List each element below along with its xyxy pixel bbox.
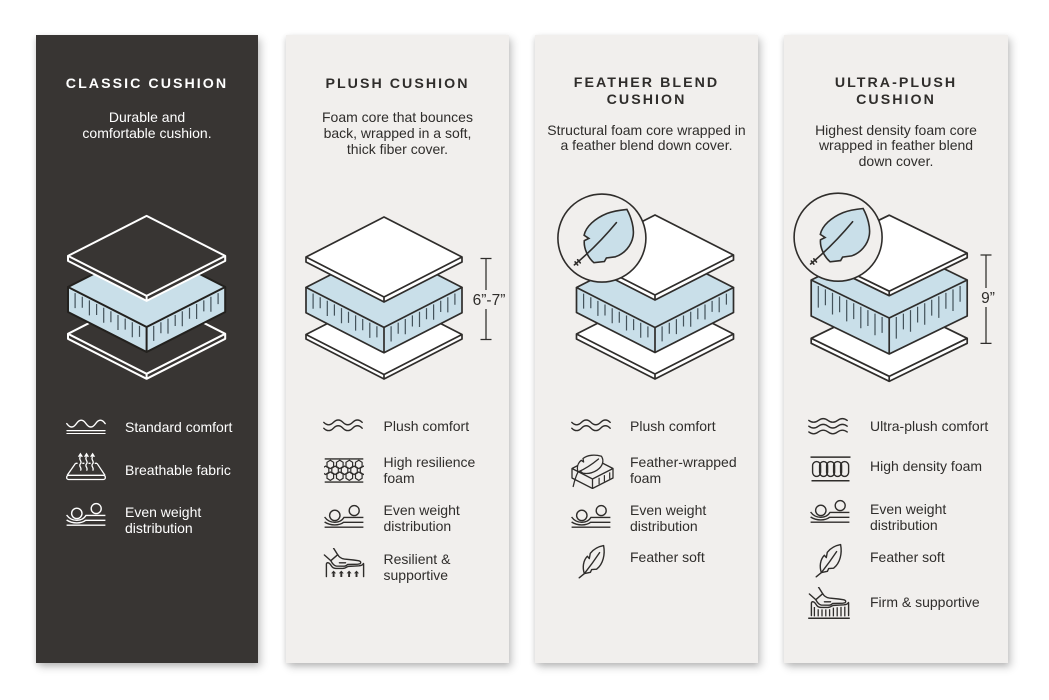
svg-text:9”: 9” bbox=[981, 290, 995, 307]
svg-text:6”-7”: 6”-7” bbox=[473, 292, 506, 309]
